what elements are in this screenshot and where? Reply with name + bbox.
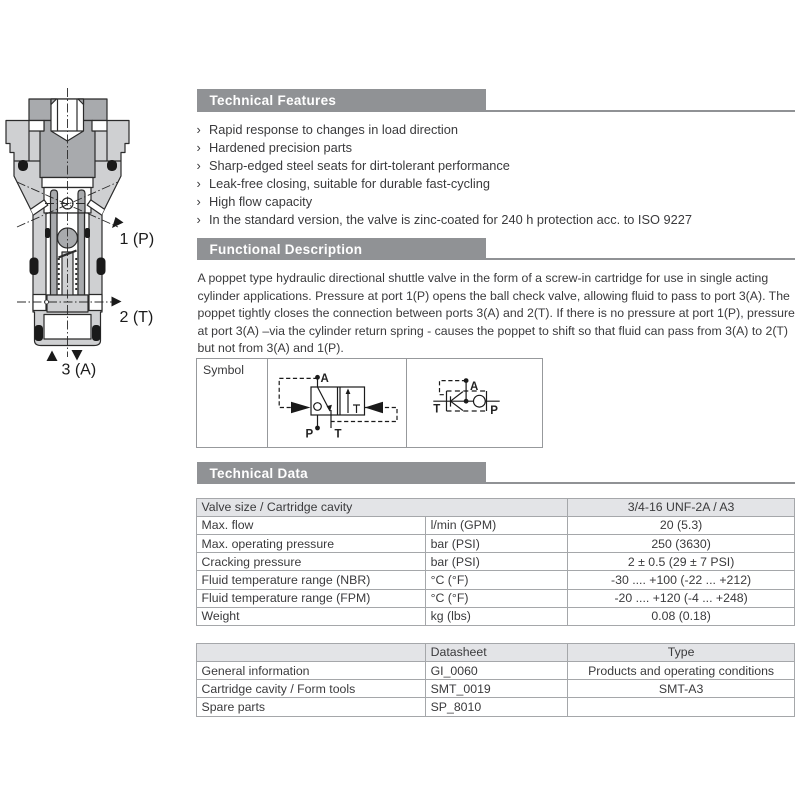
svg-text:2 (T): 2 (T) <box>120 309 154 326</box>
svg-text:T: T <box>335 429 342 441</box>
svg-text:T: T <box>433 404 440 416</box>
svg-text:3 (A): 3 (A) <box>62 362 97 379</box>
svg-text:1 (P): 1 (P) <box>120 231 155 248</box>
svg-text:P: P <box>306 429 314 441</box>
svg-text:P: P <box>490 405 498 417</box>
svg-text:A: A <box>321 373 329 385</box>
svg-text:A: A <box>470 381 478 393</box>
